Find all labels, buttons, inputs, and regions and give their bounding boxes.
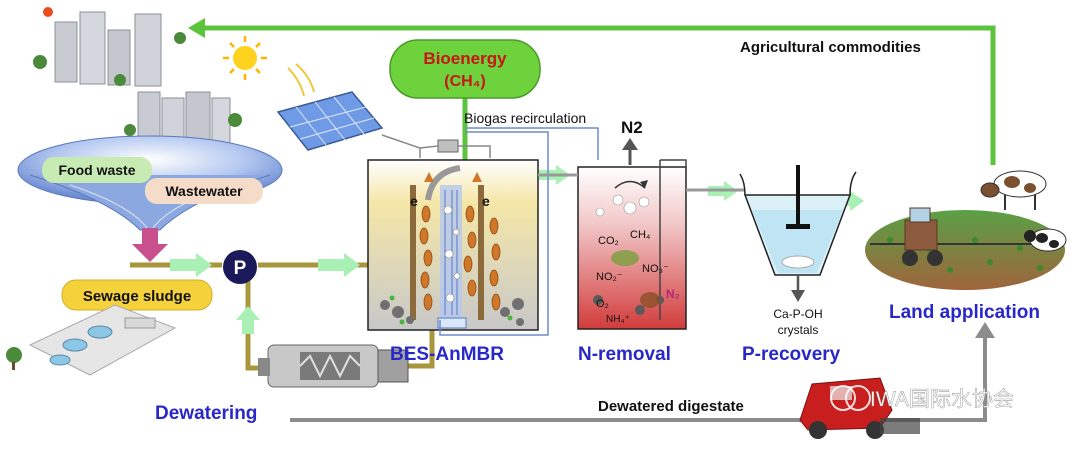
o2-label: O₂ bbox=[596, 298, 609, 310]
electron-label-right: e bbox=[482, 193, 490, 209]
co2-label: CO₂ bbox=[598, 235, 619, 247]
land-application-label: Land application bbox=[889, 302, 1040, 323]
cow-icon bbox=[980, 170, 1047, 210]
watermark-text: IWA国际水协会 bbox=[870, 388, 1014, 411]
wastewater-label: Wastewater bbox=[165, 183, 243, 199]
effluent-pipes bbox=[538, 173, 745, 192]
p-recovery-label: P-recovery bbox=[742, 344, 841, 365]
bes-anmbr-reactor bbox=[367, 159, 539, 331]
dewatering-machine-icon bbox=[258, 344, 409, 388]
pump-label: P bbox=[234, 258, 247, 279]
p-recovery-vessel bbox=[739, 165, 857, 276]
treatment-plant-icon bbox=[6, 304, 177, 376]
bioenergy-label: Bioenergy bbox=[423, 49, 507, 68]
wastewater-tag: Wastewater bbox=[145, 178, 263, 204]
funnel-down-arrow bbox=[132, 228, 168, 262]
digestate-line bbox=[290, 322, 995, 422]
biogas-recirculation-loop bbox=[439, 127, 599, 336]
bes-anmbr-label: BES-AnMBR bbox=[390, 344, 504, 365]
capoh-label: Ca-P-OH bbox=[773, 307, 822, 321]
solar-panel-icon bbox=[276, 91, 384, 151]
food-waste-label: Food waste bbox=[58, 162, 135, 178]
cow-small-icon bbox=[1024, 228, 1067, 252]
no3-label: NO₃⁻ bbox=[642, 263, 669, 275]
sewage-sludge-label: Sewage sludge bbox=[83, 288, 191, 305]
n2-small-label: N₂ bbox=[666, 287, 680, 301]
pump-icon: P bbox=[223, 250, 257, 284]
land-application-field bbox=[865, 207, 1065, 290]
dewatering-label: Dewatering bbox=[155, 403, 257, 424]
watermark-logo bbox=[830, 385, 871, 411]
n2-top-label: N2 bbox=[621, 118, 643, 137]
biogas-recirculation-label: Biogas recirculation bbox=[464, 110, 586, 126]
bioenergy-bubble: Bioenergy (CH₄) bbox=[389, 39, 541, 99]
sewage-sludge-tag: Sewage sludge bbox=[61, 279, 213, 311]
dewatered-digestate-label: Dewatered digestate bbox=[598, 398, 744, 415]
n2-out-arrow bbox=[622, 138, 638, 165]
ch4-label: CH₄ bbox=[630, 229, 651, 241]
crystals-label: crystals bbox=[778, 323, 819, 337]
agricultural-commodities-label: Agricultural commodities bbox=[740, 39, 921, 56]
electron-label-left: e bbox=[410, 193, 418, 209]
n-removal-label: N-removal bbox=[578, 344, 671, 365]
sun-icon bbox=[223, 36, 315, 97]
no2-label: NO₂⁻ bbox=[596, 271, 623, 283]
crystal-out-arrow bbox=[791, 276, 805, 302]
n-removal-reactor bbox=[577, 159, 687, 330]
bioenergy-formula: (CH₄) bbox=[444, 73, 485, 90]
solar-wire bbox=[381, 134, 491, 158]
nh4-label: NH₄⁺ bbox=[606, 314, 630, 325]
agricultural-loop-arrow bbox=[188, 18, 996, 165]
food-waste-tag: Food waste bbox=[42, 157, 152, 183]
